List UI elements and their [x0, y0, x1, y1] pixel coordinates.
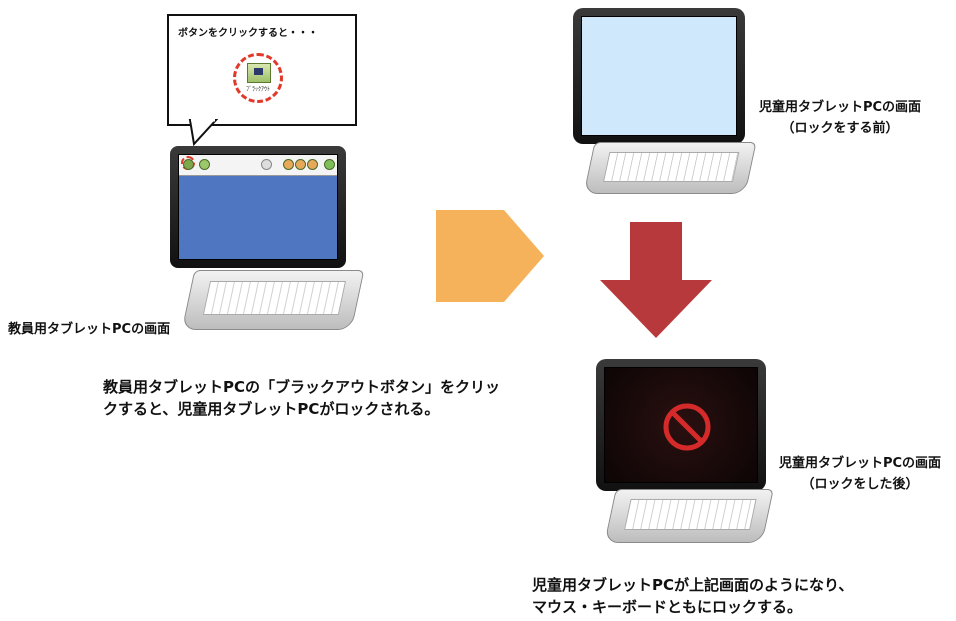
bubble-pointer — [188, 118, 219, 146]
monitor-icon — [247, 63, 271, 83]
student-laptop-after — [590, 355, 774, 550]
keyboard — [623, 499, 757, 530]
bubble-text: ボタンをクリックすると・・・ — [178, 28, 318, 39]
keyboard — [603, 152, 740, 182]
prohibited-icon — [663, 403, 711, 451]
student-before-label-line1: 児童用タブレットPCの画面 — [758, 100, 922, 115]
bottom-caption-line1: 児童用タブレットPCが上記画面のようになり、 — [532, 576, 854, 594]
toolbar-icon[interactable] — [324, 159, 335, 170]
blackout-button-icon[interactable]: ﾌﾞﾗｯｸｱｳﾄ — [233, 53, 283, 103]
student-before-label: 児童用タブレットPCの画面 （ロックをする前） — [750, 96, 930, 136]
student-screen-before — [581, 16, 737, 136]
toolbar-icon[interactable] — [307, 159, 318, 170]
student-screen-after — [604, 367, 758, 483]
toolbar-icon[interactable] — [199, 159, 210, 170]
toolbar-icon[interactable] — [261, 159, 272, 170]
bottom-caption: 児童用タブレットPCが上記画面のようになり、 マウス・キーボードともにロックする… — [532, 574, 853, 618]
student-laptop-before — [565, 4, 757, 199]
bottom-caption-line2: マウス・キーボードともにロックする。 — [532, 598, 803, 616]
teacher-caption-line2: クすると、児童用タブレットPCがロックされる。 — [103, 400, 440, 418]
student-laptop-before-lid — [573, 8, 745, 144]
teacher-laptop-lid — [170, 146, 346, 268]
toolbar-icon[interactable] — [295, 159, 306, 170]
teacher-screen-label: 教員用タブレットPCの画面 — [8, 322, 171, 337]
teacher-laptop-base — [181, 270, 365, 330]
keyboard — [202, 281, 347, 316]
teacher-screen — [178, 154, 338, 260]
student-after-label-line2: （ロックをした後） — [801, 477, 919, 492]
student-after-label-line1: 児童用タブレットPCの画面 — [778, 456, 942, 471]
student-after-label: 児童用タブレットPCの画面 （ロックをした後） — [770, 452, 950, 492]
student-laptop-before-base — [583, 142, 757, 194]
student-before-label-line2: （ロックをする前） — [781, 121, 899, 136]
teacher-toolbar — [179, 155, 337, 176]
student-laptop-after-base — [604, 489, 774, 543]
blackout-button-label: ﾌﾞﾗｯｸｱｳﾄ — [245, 86, 270, 93]
down-arrow-icon — [600, 222, 712, 338]
student-laptop-after-lid — [596, 359, 766, 491]
teacher-caption-line1: 教員用タブレットPCの「ブラックアウトボタン」をクリッ — [103, 378, 501, 396]
toolbar-icon[interactable] — [283, 159, 294, 170]
toolbar-icon[interactable] — [183, 159, 194, 170]
teacher-laptop — [160, 140, 365, 335]
right-arrow-icon — [436, 210, 544, 302]
teacher-caption: 教員用タブレットPCの「ブラックアウトボタン」をクリッ クすると、児童用タブレッ… — [103, 376, 500, 420]
